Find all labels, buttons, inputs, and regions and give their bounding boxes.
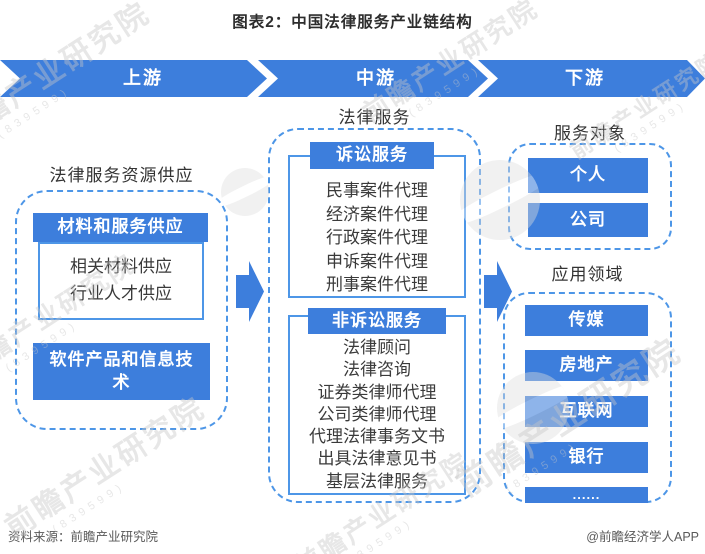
field-box-more: ......: [525, 487, 648, 503]
litigation-box: [288, 155, 466, 298]
chart-title: 图表2：中国法律服务产业链结构: [232, 14, 473, 31]
litigation-header-box: 诉讼服务: [310, 142, 434, 169]
litigation-item: 经济案件代理: [326, 204, 428, 224]
litigation-item: 刑事案件代理: [326, 275, 428, 294]
non-litigation-item: 法律顾问: [343, 338, 411, 357]
supply-items-box: [38, 242, 204, 320]
object-box-individual: 个人: [528, 158, 648, 193]
field-box-bank: 银行: [525, 442, 648, 473]
supply-item: 相关材料供应: [70, 257, 172, 276]
service-objects-heading: 服务对象: [554, 124, 626, 143]
process-banner: [0, 60, 705, 97]
supply-header-box: 材料和服务供应: [33, 213, 208, 242]
arrow-midstream-to-downstream: [484, 261, 512, 322]
supply-items-list: 相关材料供应 行业人才供应: [38, 253, 204, 307]
litigation-item: 申诉案件代理: [326, 251, 428, 271]
banner-label-downstream: 下游: [565, 68, 605, 88]
non-litigation-item: 出具法律意见书: [317, 449, 437, 469]
object-box-company: 公司: [528, 203, 648, 237]
service-objects-group-box: [508, 143, 672, 250]
banner-chevron-midstream: [258, 60, 488, 97]
non-litigation-item: 证券类律师代理: [317, 382, 437, 402]
software-box: 软件产品和信息技术: [33, 343, 210, 400]
watermark-sub: (839599): [50, 479, 128, 536]
non-litigation-items-list: 法律顾问 法律咨询 证券类律师代理 公司类律师代理 代理法律事务文书 出具法律意…: [288, 337, 466, 493]
arrow-upstream-to-midstream: [236, 261, 264, 322]
source-note: 资料来源：前瞻产业研究院: [8, 530, 159, 544]
non-litigation-item: 法律咨询: [343, 360, 411, 380]
banner-label-upstream: 上游: [123, 68, 163, 88]
litigation-item: 行政案件代理: [326, 228, 428, 247]
supply-item: 行业人才供应: [70, 284, 172, 303]
banner-label-midstream: 中游: [356, 68, 396, 88]
application-fields-heading: 应用领域: [551, 265, 624, 284]
non-litigation-item: 基层法律服务: [326, 471, 428, 491]
litigation-items-list: 民事案件代理 经济案件代理 行政案件代理 申诉案件代理 刑事案件代理: [288, 179, 466, 297]
banner-chevron-upstream: [0, 60, 267, 97]
midstream-heading: 法律服务: [338, 108, 411, 127]
midstream-group-box: [268, 128, 481, 503]
upstream-heading: 法律服务资源供应: [49, 166, 194, 185]
field-box-media: 传媒: [525, 305, 648, 336]
non-litigation-header-box: 非诉讼服务: [308, 308, 446, 334]
litigation-item: 民事案件代理: [326, 181, 428, 200]
non-litigation-item: 代理法律事务文书: [309, 427, 445, 447]
credit-note: @前瞻经济学人APP: [586, 530, 699, 544]
non-litigation-item: 公司类律师代理: [317, 404, 437, 424]
banner-chevron-downstream: [478, 60, 705, 97]
upstream-group-box: [15, 190, 228, 430]
non-litigation-box: [288, 315, 466, 495]
field-box-internet: 互联网: [525, 396, 648, 427]
watermark-logo: [221, 168, 269, 216]
field-box-real-estate: 房地产: [525, 350, 648, 381]
